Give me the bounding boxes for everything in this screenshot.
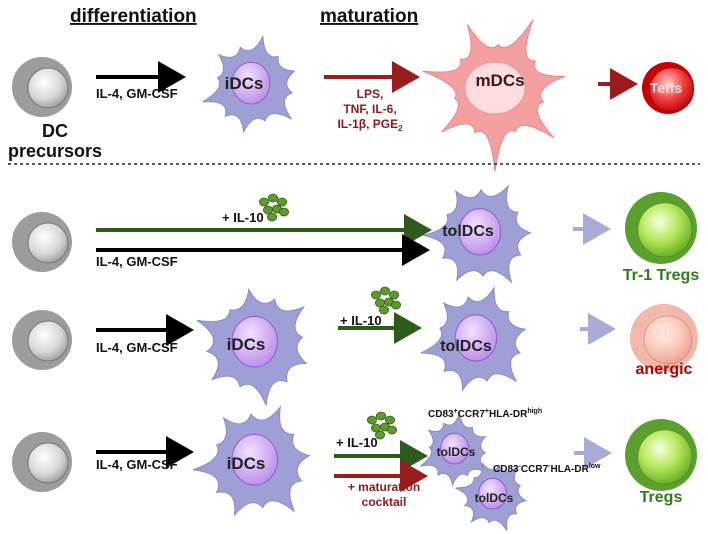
diagram-shapes: [12, 19, 698, 531]
tolidc-cell-row2-nucleus: [458, 208, 502, 256]
precursor-cell-row4-nucleus: [27, 442, 69, 484]
il10-dots-row2-dot-6: [278, 207, 289, 217]
il10-dots-row4-dot-6: [386, 425, 397, 435]
tr1-tregs-label: Tr-1 Tregs: [623, 267, 700, 284]
precursor-cell-row3-nucleus: [27, 320, 69, 362]
maturation-stimuli-line1: LPS,: [357, 87, 384, 101]
il10-label-row2: + IL-10: [222, 210, 264, 225]
il10-dots-row2: [258, 193, 289, 222]
precursor-cell-row4: [12, 432, 72, 492]
marker-low-ccr7: CCR7: [521, 464, 549, 475]
idc-cell-row4: [192, 405, 311, 517]
maturation-stimuli-line2: TNF, IL-6,: [343, 102, 396, 116]
tolidc-cell-row4-low-nucleus: [478, 477, 507, 510]
il10-dots-row2-dot-2: [276, 197, 287, 207]
tolidc-cell-row4-low: [455, 461, 528, 531]
idcs-label-row4: iDCs: [227, 454, 266, 473]
il10-dots-row3-dot-5: [378, 305, 389, 315]
il10-dots-row4-dot-0: [366, 415, 377, 425]
tr1-treg-cell-core: [637, 202, 693, 258]
il10-dots-row3-dot-2: [388, 290, 399, 300]
maturation-cocktail-line2: cocktail: [362, 495, 407, 509]
marker-high-ccr7-sup: +: [485, 408, 489, 415]
tolidc-cell-row2: [423, 184, 532, 283]
marker-low-hladr-sup: low: [589, 463, 601, 470]
idc-cell-row1: [202, 34, 296, 134]
precursor-cell-row2-nucleus: [27, 222, 69, 264]
tolidc-cell-row3: [420, 285, 527, 392]
il10-dots-row4-dot-2: [384, 415, 395, 425]
anergic-label: anergic: [636, 361, 693, 378]
tolidcs-label-row4-high: tolDCs: [437, 445, 476, 459]
il10-dots-row2-dot-1: [267, 193, 278, 203]
dc-precursors-label-line1: DC: [42, 121, 68, 141]
teff-cell-row1: [642, 62, 695, 114]
diagram-arrows: [96, 61, 638, 492]
idc-cell-row3: [196, 287, 308, 406]
tolidc-cell-row4-high: [420, 411, 488, 487]
precursor-cell-row1-nucleus: [27, 67, 69, 109]
marker-low-label: CD83-CCR7-HLA-DRlow: [493, 463, 601, 475]
idc-cell-row1-nucleus: [231, 61, 271, 105]
maturation-stimuli-line3: IL-1β, PGE2: [337, 117, 403, 133]
precursor-cell-row1: [12, 57, 72, 117]
treg-cell-core: [637, 429, 693, 485]
tr1-treg-cell: [625, 192, 697, 264]
il10-dots-row4-dot-5: [374, 430, 385, 440]
idcs-label-row3: iDCs: [227, 335, 266, 354]
tregs-label: Tregs: [640, 489, 683, 506]
anergic-teff-cell-core: [643, 315, 693, 365]
il10-dots-row4: [366, 411, 397, 440]
maturation-cocktail-line1: + maturation: [348, 480, 420, 494]
header-differentiation: differentiation: [70, 6, 197, 27]
cytokines-label-row4: IL-4, GM-CSF: [96, 457, 178, 472]
cytokines-label-row1: IL-4, GM-CSF: [96, 86, 178, 101]
tolidcs-label-row2: tolDCs: [442, 223, 494, 240]
marker-high-hladr-sup: high: [527, 408, 542, 415]
il10-dots-row3-dot-0: [370, 290, 381, 300]
header-maturation: maturation: [320, 6, 418, 27]
idc-cell-row3-nucleus: [231, 315, 278, 368]
marker-low-cd83: CD83: [493, 464, 519, 475]
tolidcs-label-row3: tolDCs: [440, 338, 492, 355]
il10-dots-row3-dot-6: [390, 300, 401, 310]
teffs-label-row3: Teffs: [648, 324, 681, 340]
il10-dots-row4-dot-1: [375, 411, 386, 421]
il10-dots-row3: [370, 286, 401, 315]
idcs-label-row1: iDCs: [225, 74, 264, 93]
mdc-cell-nucleus: [464, 61, 526, 115]
precursor-cell-row2: [12, 212, 72, 272]
il10-dots-row2-dot-0: [258, 197, 269, 207]
marker-low-hladr: HLA-DR: [551, 464, 590, 475]
teffs-label-row1: Teffs: [650, 80, 683, 96]
marker-high-cd83: CD83: [428, 409, 454, 420]
marker-low-cd83-sup: -: [519, 463, 522, 470]
anergic-teff-cell: [630, 304, 698, 372]
tolidc-cell-row3-nucleus: [454, 314, 498, 362]
marker-high-ccr7: CCR7: [458, 409, 486, 420]
tolidcs-label-row4-low: tolDCs: [475, 491, 514, 505]
marker-high-cd83-sup: +: [454, 408, 458, 415]
mdc-cell: [422, 19, 566, 172]
mdcs-label: mDCs: [475, 71, 524, 90]
marker-low-ccr7-sup: -: [548, 463, 551, 470]
idc-cell-row4-nucleus: [231, 433, 278, 486]
il10-dots-row3-dot-1: [379, 286, 390, 296]
teff-cell-row1-core: [649, 67, 695, 113]
il10-dots-row2-dot-5: [266, 212, 277, 222]
cytokines-label-row3: IL-4, GM-CSF: [96, 340, 178, 355]
treg-cell: [625, 419, 697, 491]
cytokines-label-row2: IL-4, GM-CSF: [96, 254, 178, 269]
il10-label-row4: + IL-10: [336, 435, 378, 450]
maturation-stimuli-line3-subscript: 2: [398, 124, 403, 133]
marker-high-label: CD83+CCR7+HLA-DRhigh: [428, 408, 542, 420]
precursor-cell-row3: [12, 310, 72, 370]
maturation-stimuli-line3-main: IL-1β, PGE: [337, 117, 398, 131]
tolidc-cell-row4-high-nucleus: [440, 432, 469, 465]
dc-precursors-label-line2: precursors: [8, 141, 102, 161]
marker-high-hladr: HLA-DR: [489, 409, 528, 420]
il10-label-row3: + IL-10: [340, 313, 382, 328]
